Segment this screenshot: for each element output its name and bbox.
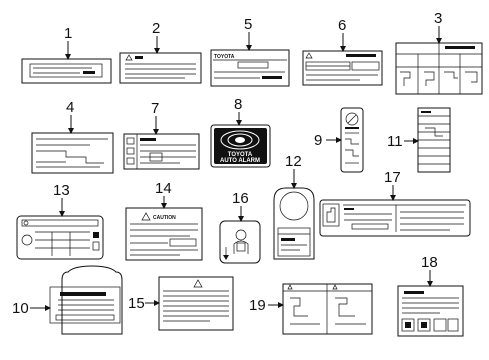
svg-text:17: 17: [384, 169, 401, 186]
label-5: TOYOTA: [210, 49, 290, 87]
label-14-caution: CAUTION: [125, 207, 203, 261]
svg-text:18: 18: [421, 254, 438, 271]
callout-4: 4: [66, 99, 74, 134]
svg-text:14: 14: [155, 180, 172, 197]
label-1: [21, 58, 112, 84]
svg-text:TOYOTA: TOYOTA: [214, 54, 235, 60]
label-2: [119, 52, 202, 84]
callout-9: 9: [314, 132, 342, 149]
callout-16: 16: [232, 190, 249, 222]
callout-13: 13: [53, 182, 70, 217]
callout-15: 15: [128, 295, 160, 312]
svg-text:7: 7: [151, 100, 159, 117]
label-8-alarm: TOYOTA AUTO ALARM: [210, 124, 271, 168]
svg-text:2: 2: [152, 20, 160, 37]
callout-5: 5: [244, 16, 252, 51]
label-3: [395, 42, 483, 95]
svg-text:6: 6: [338, 17, 346, 34]
callout-3: 3: [434, 10, 442, 44]
label-7: [123, 133, 200, 170]
label-13: [16, 215, 104, 260]
svg-text:12: 12: [285, 153, 302, 170]
svg-text:5: 5: [244, 16, 252, 33]
callout-2: 2: [152, 20, 160, 54]
svg-text:13: 13: [53, 182, 70, 199]
callout-8: 8: [234, 96, 242, 126]
svg-text:11: 11: [387, 133, 403, 150]
callout-10: 10: [12, 300, 51, 317]
callout-7: 7: [151, 100, 159, 135]
label-10: [49, 265, 123, 335]
callout-1: 1: [64, 25, 72, 60]
label-4: [31, 132, 114, 174]
label-19: [282, 283, 373, 335]
label-11: [417, 107, 451, 173]
label-6: [302, 50, 383, 86]
svg-text:CAUTION: CAUTION: [153, 215, 176, 221]
svg-text:3: 3: [434, 10, 442, 27]
label-17: [319, 199, 471, 237]
svg-text:1: 1: [64, 25, 72, 42]
svg-text:15: 15: [128, 295, 145, 312]
callout-11: 11: [387, 133, 419, 150]
svg-text:19: 19: [249, 297, 266, 314]
callout-14: 14: [155, 180, 172, 209]
label-16: [219, 220, 261, 264]
svg-text:TOYOTA: TOYOTA: [228, 152, 253, 158]
svg-text:10: 10: [12, 300, 29, 317]
callout-17: 17: [384, 169, 401, 201]
svg-text:9: 9: [314, 132, 322, 149]
callout-12: 12: [285, 153, 302, 189]
label-15: [158, 276, 234, 331]
svg-text:4: 4: [66, 99, 74, 116]
label-9: [340, 107, 364, 173]
label-12: [273, 187, 315, 260]
callout-19: 19: [249, 297, 284, 314]
callout-6: 6: [338, 17, 346, 52]
svg-text:8: 8: [234, 96, 242, 113]
callout-18: 18: [421, 254, 438, 287]
label-18: [397, 285, 464, 337]
svg-text:AUTO ALARM: AUTO ALARM: [220, 158, 260, 164]
svg-text:16: 16: [232, 190, 249, 207]
